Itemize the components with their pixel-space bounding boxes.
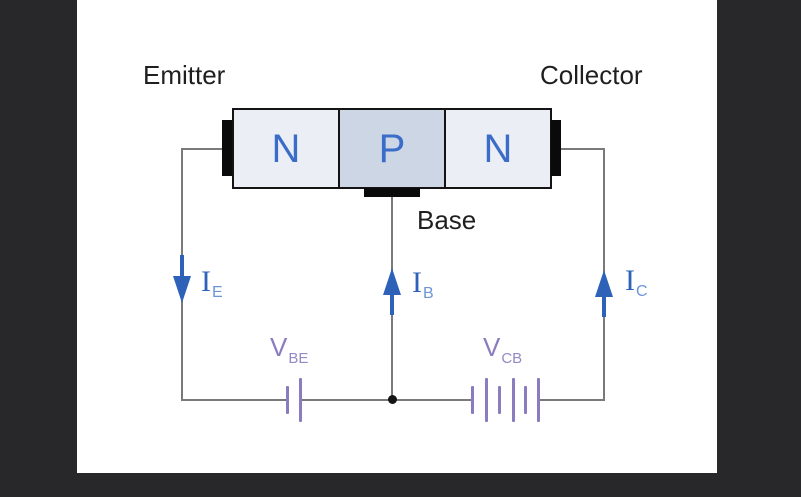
region-n-emitter: N bbox=[234, 110, 338, 187]
collector-contact-pad bbox=[551, 120, 561, 176]
ie-symbol: I bbox=[201, 265, 211, 298]
emitter-contact-pad bbox=[222, 120, 232, 176]
transistor-body: N P N bbox=[232, 108, 552, 189]
bottom-wire-left-segment bbox=[181, 399, 287, 401]
ib-current-label: IB bbox=[412, 266, 434, 302]
vbe-symbol: V bbox=[270, 332, 288, 362]
ib-subscript: B bbox=[423, 285, 434, 302]
emitter-wire-horizontal bbox=[181, 148, 222, 150]
vcb-battery-plate-long bbox=[485, 378, 488, 422]
vcb-battery-plate-short bbox=[498, 386, 501, 414]
ic-arrow-up-icon bbox=[595, 270, 613, 297]
ic-symbol: I bbox=[625, 264, 635, 297]
region-p-base: P bbox=[338, 110, 446, 187]
vcb-battery-plate-long bbox=[512, 378, 515, 422]
bottom-wire-right-segment bbox=[540, 399, 605, 401]
circuit-diagram-panel: Emitter Collector Base N P N bbox=[77, 0, 717, 473]
base-junction-dot bbox=[388, 395, 397, 404]
vcb-symbol: V bbox=[483, 332, 501, 362]
vcb-battery-plate-short bbox=[524, 386, 527, 414]
ib-arrow-stem bbox=[390, 293, 394, 315]
ib-arrow-up-icon bbox=[383, 268, 401, 295]
vbe-battery-plate-long bbox=[299, 378, 302, 422]
region-n-emitter-letter: N bbox=[271, 126, 301, 171]
ie-subscript: E bbox=[212, 284, 223, 301]
ic-arrow-stem bbox=[602, 295, 606, 317]
region-n-collector-letter: N bbox=[483, 126, 513, 171]
vbe-voltage-label: VBE bbox=[270, 332, 308, 366]
vcb-battery-plate-long bbox=[537, 378, 540, 422]
vcb-battery-plate-short bbox=[471, 386, 474, 414]
region-n-collector: N bbox=[446, 110, 550, 187]
collector-label: Collector bbox=[540, 60, 643, 90]
vcb-subscript: CB bbox=[501, 350, 523, 367]
emitter-label: Emitter bbox=[143, 60, 226, 90]
ie-current-label: IE bbox=[201, 265, 223, 301]
ic-subscript: C bbox=[636, 283, 648, 300]
ie-arrow-down-icon bbox=[173, 276, 191, 303]
vbe-battery-plate-short bbox=[286, 386, 289, 414]
vbe-subscript: BE bbox=[288, 350, 309, 367]
region-p-base-letter: P bbox=[378, 126, 406, 171]
base-label: Base bbox=[417, 205, 477, 235]
collector-wire-horizontal bbox=[561, 148, 603, 150]
ie-arrow-stem bbox=[180, 255, 184, 277]
ic-current-label: IC bbox=[625, 264, 648, 300]
base-contact-pad bbox=[364, 188, 420, 197]
bottom-wire-middle-segment bbox=[302, 399, 471, 401]
vcb-voltage-label: VCB bbox=[483, 332, 522, 366]
ib-symbol: I bbox=[412, 266, 422, 299]
